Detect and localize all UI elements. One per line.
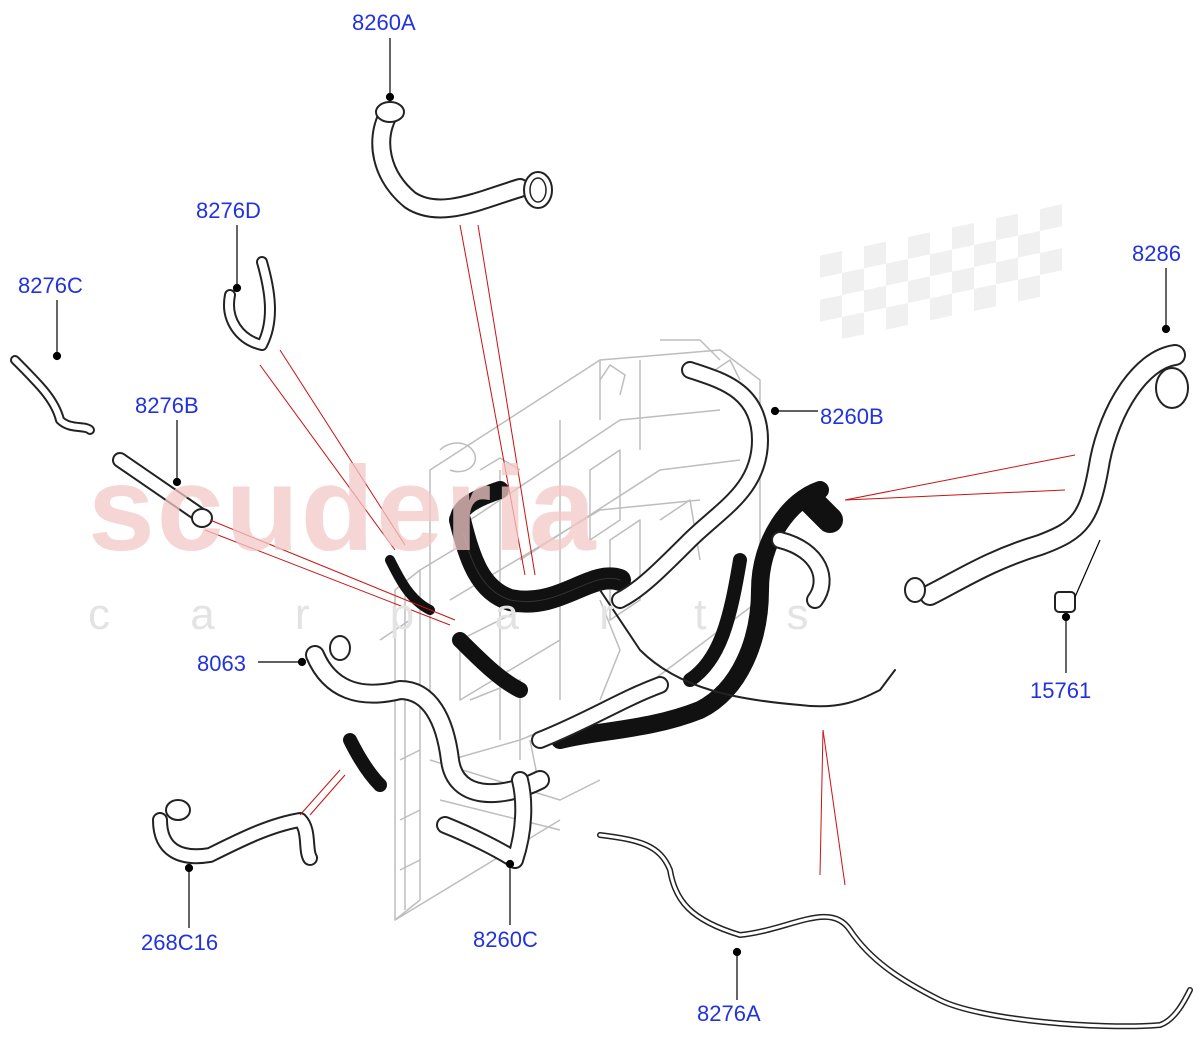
engine-radiator-outline [379, 339, 761, 921]
dark-hose-assembly [343, 481, 843, 792]
label-8276D: 8276D [196, 198, 261, 223]
label-8276A: 8276A [697, 1001, 761, 1026]
watermark-brand: scuderia [88, 442, 598, 576]
label-8063: 8063 [197, 651, 246, 676]
watermark-checker-flag [820, 204, 1062, 340]
label-8276C: 8276C [18, 273, 83, 298]
label-8286: 8286 [1132, 241, 1181, 266]
label-8276B: 8276B [135, 393, 199, 418]
label-8260C: 8260C [473, 927, 538, 952]
label-8260A: 8260A [352, 10, 416, 35]
sensor-15761 [1054, 591, 1076, 613]
label-268C16: 268C16 [141, 930, 219, 955]
light-hose-assembly [10, 101, 1193, 1030]
label-15761: 15761 [1030, 678, 1092, 703]
label-8260B: 8260B [820, 404, 884, 429]
callout-leaders [52, 38, 1171, 1000]
red-leaders [204, 224, 1076, 886]
watermark-subtitle: c a r p a r t s [88, 590, 843, 639]
